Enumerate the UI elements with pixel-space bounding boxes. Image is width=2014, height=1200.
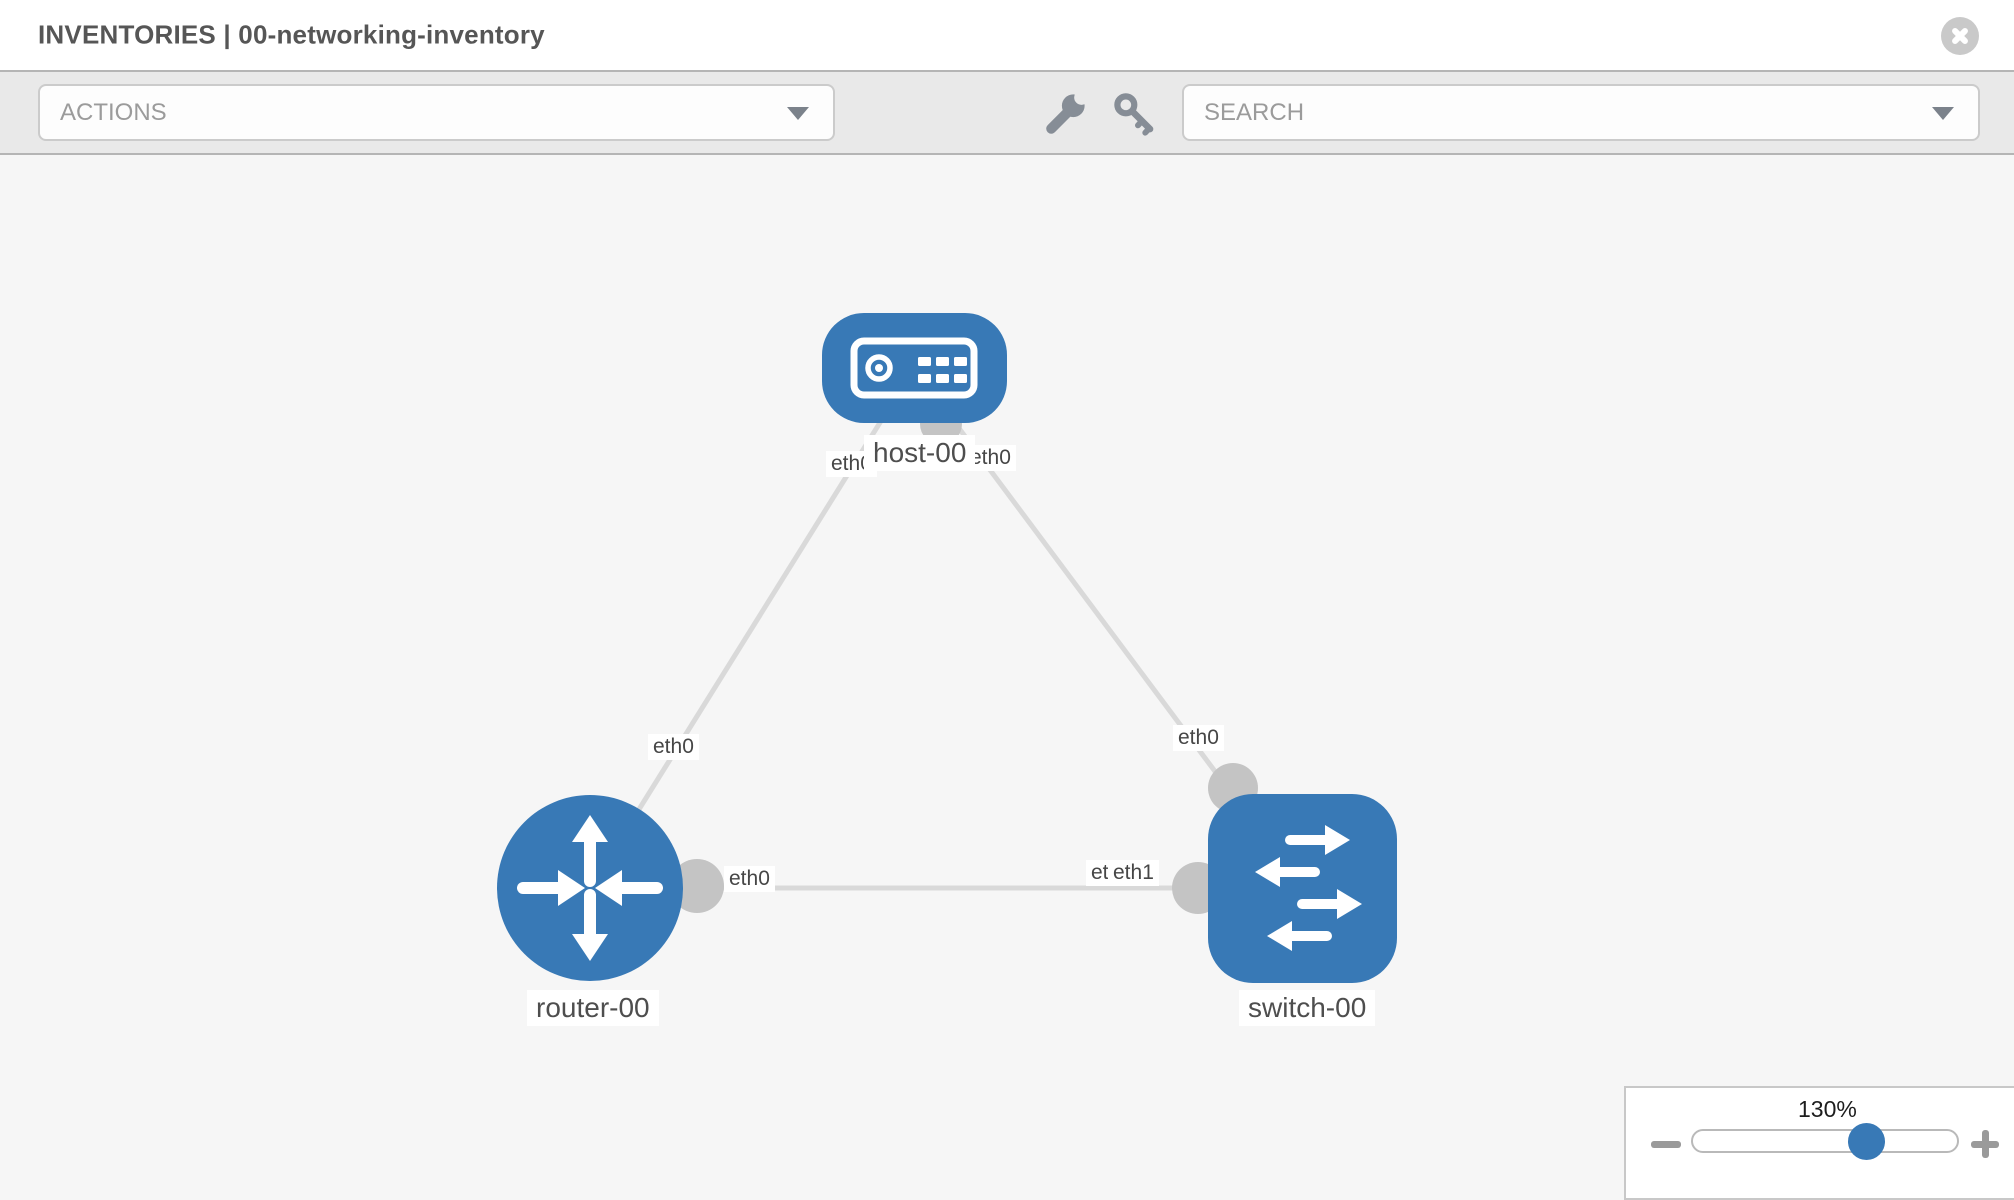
page-title: INVENTORIES | 00-networking-inventory: [38, 19, 545, 50]
zoom-in-plus-icon[interactable]: [1971, 1130, 1999, 1158]
node-host-00[interactable]: [822, 313, 1007, 423]
key-icon[interactable]: [1113, 92, 1157, 136]
iface-label-router-eth0-uplink: eth0: [648, 734, 699, 760]
actions-dropdown-label: ACTIONS: [60, 98, 167, 126]
zoom-slider-thumb[interactable]: [1848, 1123, 1885, 1160]
topology-toolbar: ACTIONS SEARCH: [0, 72, 2014, 155]
search-dropdown-label: SEARCH: [1204, 98, 1305, 126]
wrench-icon[interactable]: [1043, 90, 1089, 136]
node-label-host-00: host-00: [864, 435, 976, 471]
node-label-router-00: router-00: [527, 990, 659, 1026]
zoom-control-panel: 130%: [1624, 1086, 2014, 1200]
topology-links-layer: [587, 366, 1305, 914]
chevron-down-icon: [787, 106, 809, 120]
zoom-level-value: 130%: [1798, 1096, 1857, 1122]
zoom-out-minus-icon[interactable]: [1651, 1132, 1681, 1156]
host-icon: [850, 337, 978, 399]
breadcrumb-header: INVENTORIES | 00-networking-inventory: [0, 0, 2014, 72]
node-label-switch-00: switch-00: [1239, 990, 1376, 1026]
zoom-slider[interactable]: [1691, 1123, 1959, 1160]
router-icon: [517, 815, 663, 961]
port-router-eth: [670, 859, 724, 913]
iface-label-router-eth0-horizontal: eth0: [724, 866, 775, 892]
node-router-00[interactable]: [497, 795, 683, 981]
search-dropdown[interactable]: SEARCH: [1182, 84, 1980, 141]
iface-label-switch-eth0-uplink: eth0: [1173, 725, 1224, 751]
node-switch-00[interactable]: [1208, 794, 1397, 983]
chevron-down-icon: [1932, 106, 1954, 120]
actions-dropdown[interactable]: ACTIONS: [38, 84, 835, 141]
topology-canvas[interactable]: eth0 eth0 eth0 eth0 eth0 eth1 eth1 host-…: [0, 155, 2014, 1200]
switch-icon: [1255, 825, 1362, 951]
iface-label-switch-eth1: eth1: [1108, 860, 1159, 886]
close-icon[interactable]: [1941, 17, 1979, 55]
